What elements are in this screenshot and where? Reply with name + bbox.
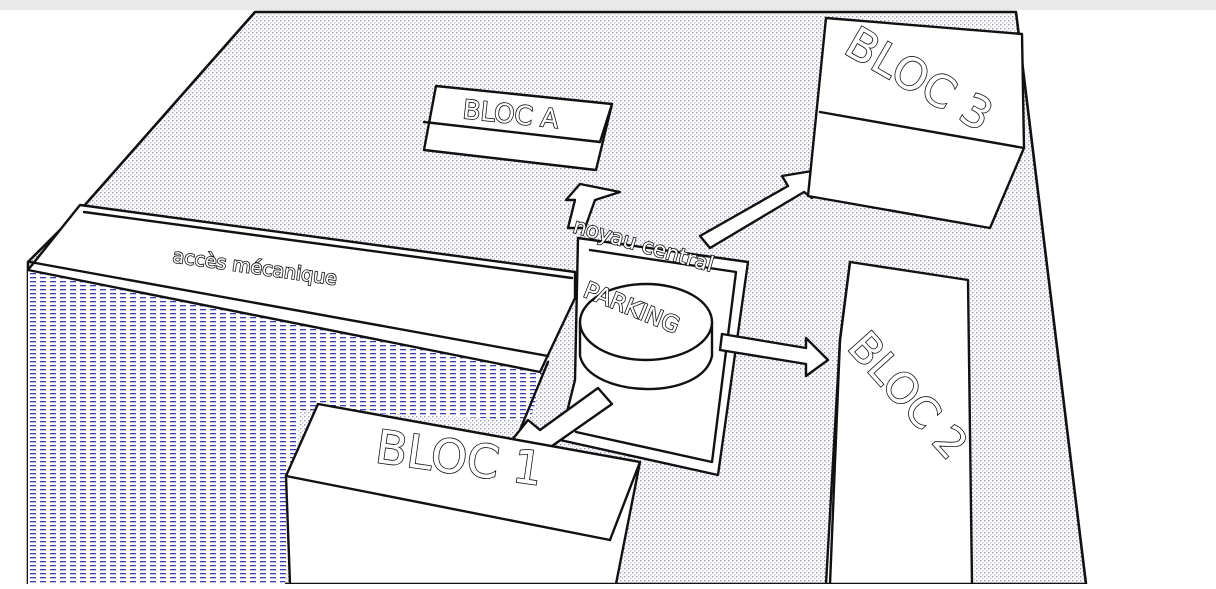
access-road xyxy=(26,203,577,432)
arrow-to-bloc-2 xyxy=(718,332,830,378)
bloc-a-block xyxy=(422,84,614,172)
bloc-3-block xyxy=(806,16,1026,230)
parking-cylinder xyxy=(578,282,714,391)
arrow-to-bloc-a xyxy=(564,182,622,230)
lower-hatch-zone xyxy=(28,270,545,584)
top-band xyxy=(0,0,1216,10)
